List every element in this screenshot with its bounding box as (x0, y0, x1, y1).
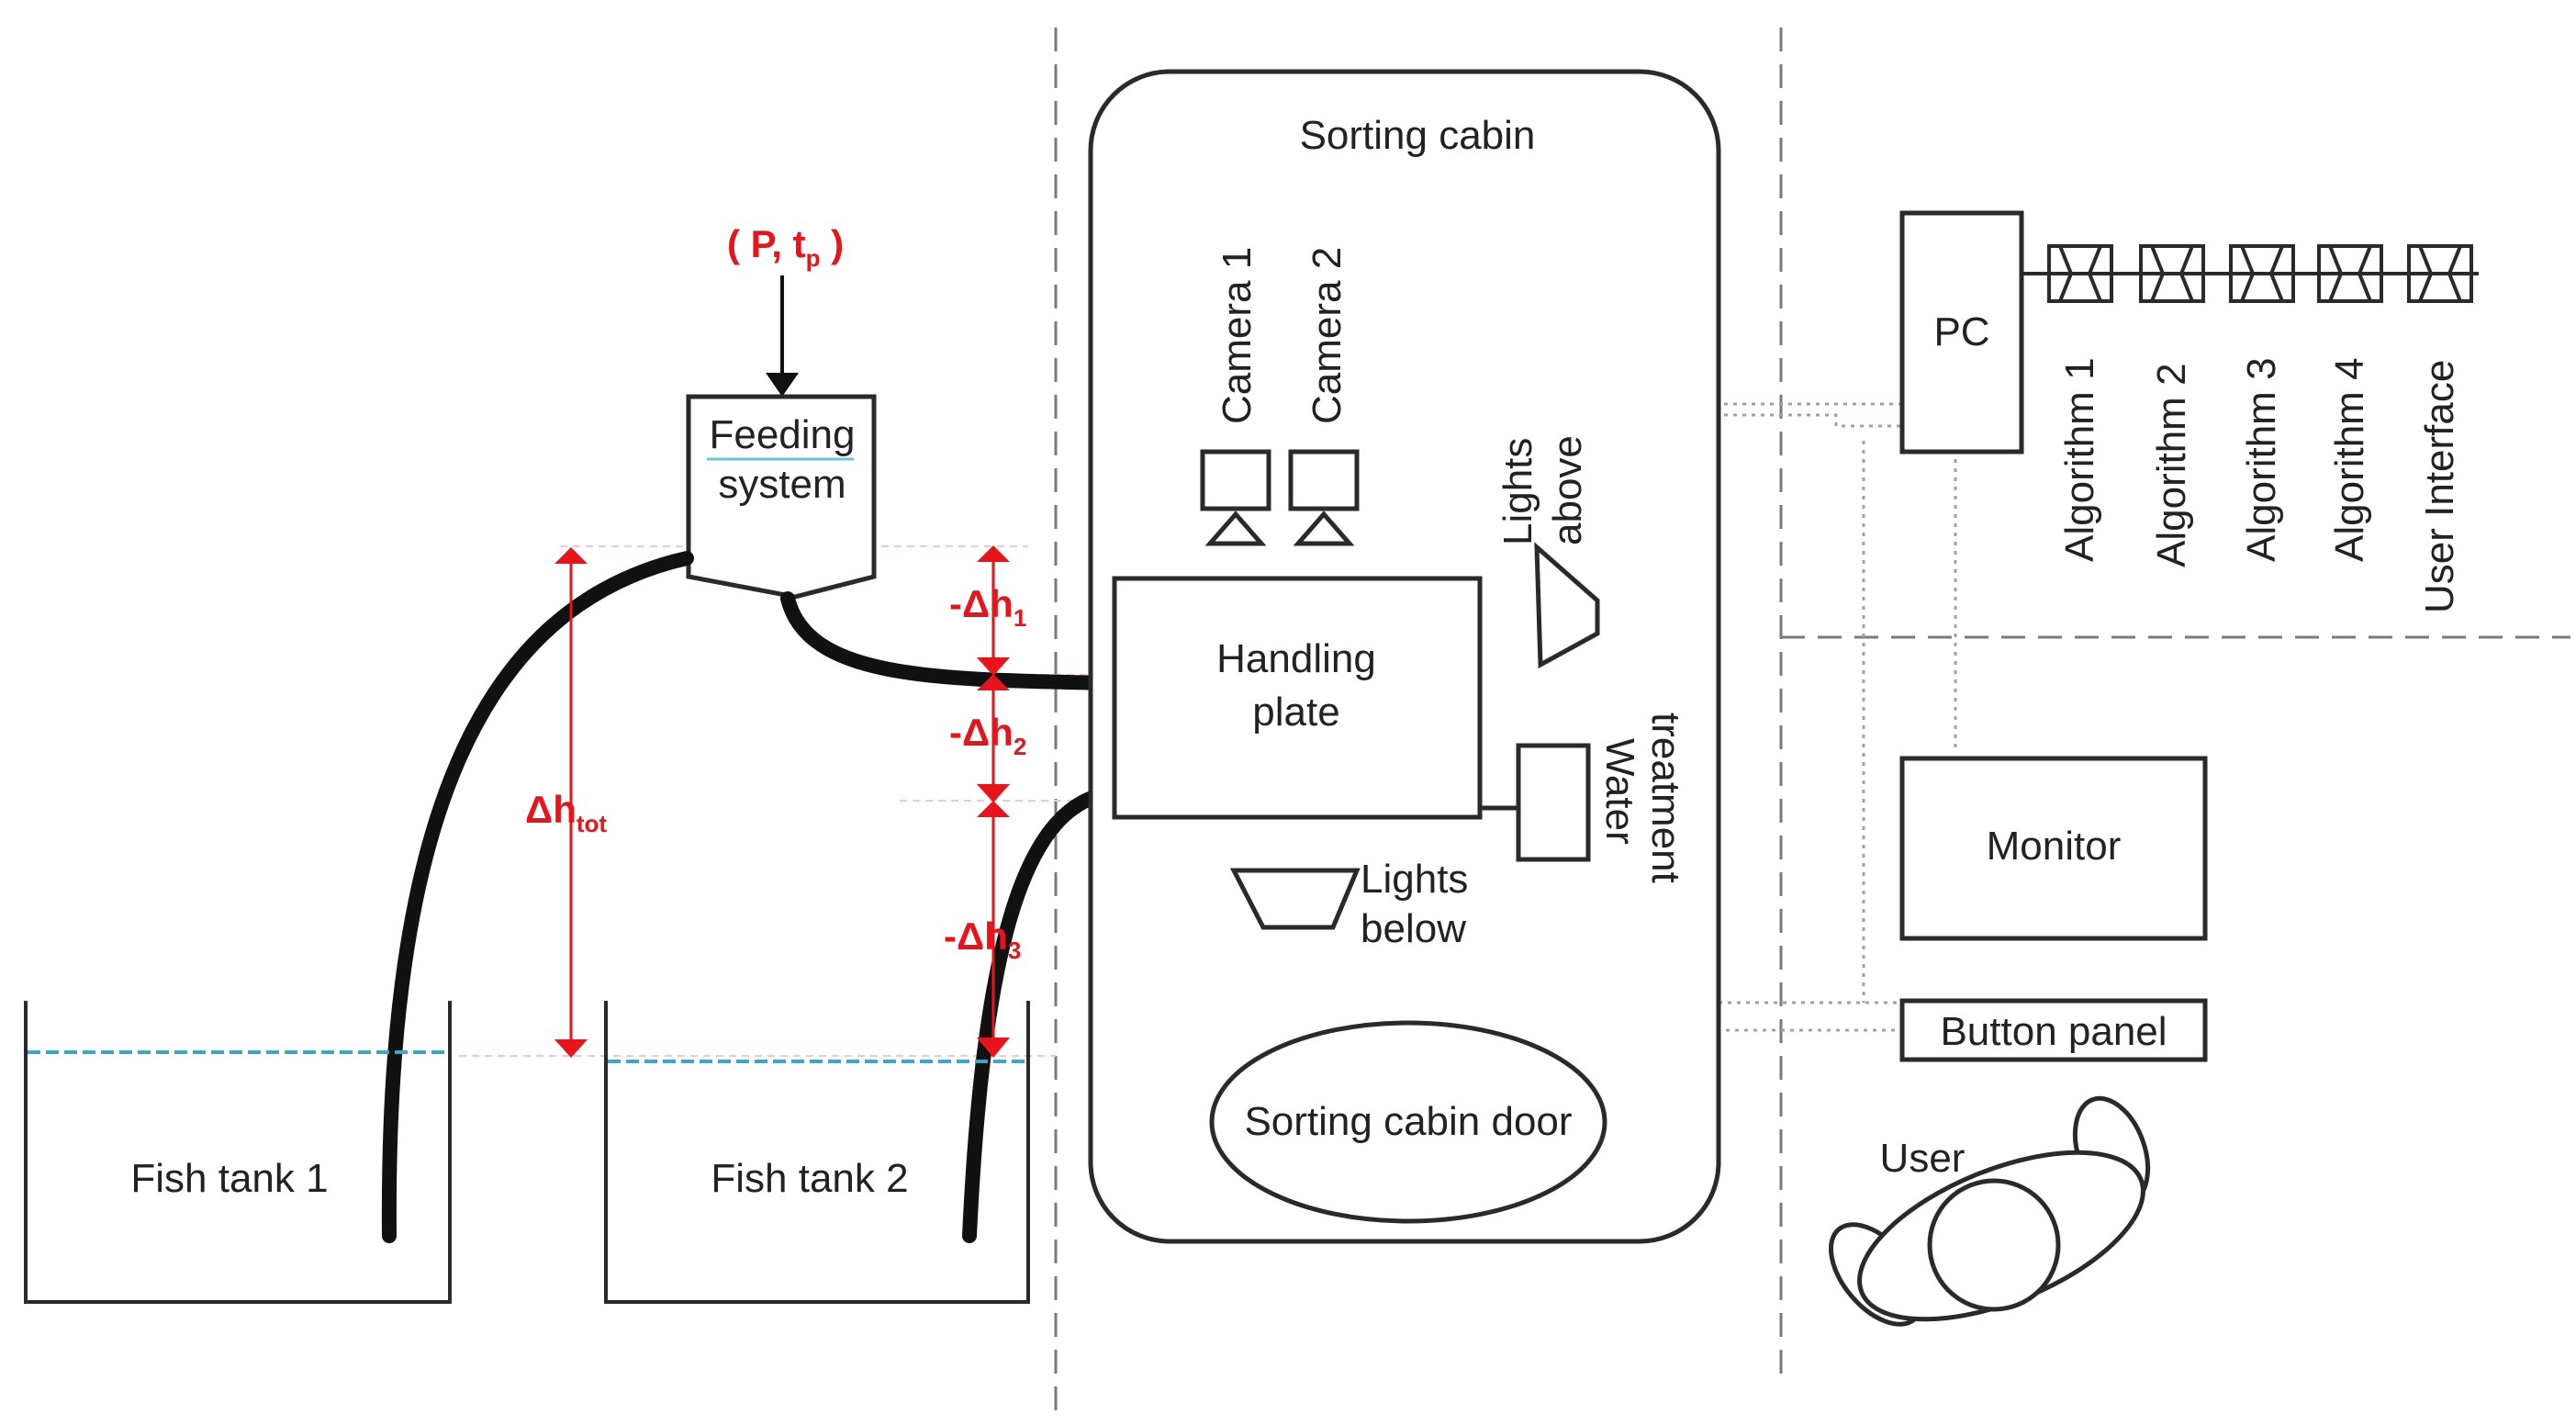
algorithm-connectors (2047, 244, 2473, 303)
fish-tank-1 (24, 1001, 452, 1304)
delta-h-tot-label: Δhtot (525, 788, 607, 837)
input-signal-label: ( P, tp ) (727, 222, 844, 272)
camera-2-icon (1288, 449, 1360, 546)
delta-h3-label: -Δh3 (944, 914, 1021, 964)
sorting-cabin-door (1209, 1020, 1607, 1224)
user-label: User (1880, 1136, 1966, 1181)
fish-tank-2 (604, 1001, 1030, 1304)
lights-below-label-2: below (1361, 906, 1466, 951)
feeding-system-label-2: system (718, 462, 846, 507)
lights-above-label-1: Lights (1495, 438, 1540, 545)
hose-to-tank-2 (962, 786, 1118, 1243)
handling-plate-label-2: plate (1252, 690, 1339, 735)
algorithm-1-label: Algorithm 1 (2057, 357, 2102, 562)
water-treatment-box (1516, 743, 1591, 862)
feeding-system-label-1: Feeding (709, 412, 855, 457)
lights-below-icon (1229, 868, 1361, 930)
button-panel-box (1899, 998, 2208, 1062)
fish-tank-2-label: Fish tank 2 (711, 1156, 908, 1201)
feeding-system (686, 394, 877, 600)
input-arrowhead (766, 373, 799, 397)
camera-2-label: Camera 2 (1305, 247, 1350, 424)
sorting-cabin-title: Sorting cabin (1300, 113, 1536, 158)
water-treatment-label-2: treatment (1643, 712, 1688, 883)
lights-above-label-2: above (1545, 435, 1590, 545)
handling-plate (1112, 576, 1483, 820)
delta-h2-label: -Δh2 (949, 711, 1026, 760)
camera-1-label: Camera 1 (1215, 247, 1260, 424)
algorithm-3-label: Algorithm 3 (2239, 357, 2284, 562)
hose-to-handling-plate (780, 591, 1118, 690)
monitor-label: Monitor (1987, 824, 2122, 869)
delta-h1-label: -Δh1 (949, 582, 1026, 632)
user-figure (1828, 1095, 2151, 1327)
delta-h-arrows (977, 545, 1010, 1058)
algorithm-2-label: Algorithm 2 (2149, 363, 2194, 567)
pc-box (1899, 210, 2024, 454)
handling-plate-label-1: Handling (1216, 636, 1376, 681)
camera-1-icon (1200, 449, 1271, 546)
water-treatment-label-1: Water (1597, 738, 1642, 845)
delta-h-tot-arrow (554, 547, 588, 1058)
hose-to-tank-1 (381, 551, 694, 1243)
pc-label: PC (1933, 309, 1989, 354)
lights-above-icon (1534, 542, 1600, 669)
button-panel-label: Button panel (1940, 1009, 2167, 1054)
lights-below-label-1: Lights (1361, 857, 1468, 902)
sorting-cabin-door-label: Sorting cabin door (1244, 1099, 1572, 1144)
fish-tank-1-label: Fish tank 1 (130, 1156, 328, 1201)
algorithm-4-label: Algorithm 4 (2327, 357, 2372, 562)
user-interface-label: User Interface (2417, 360, 2462, 613)
monitor-box (1899, 756, 2208, 941)
